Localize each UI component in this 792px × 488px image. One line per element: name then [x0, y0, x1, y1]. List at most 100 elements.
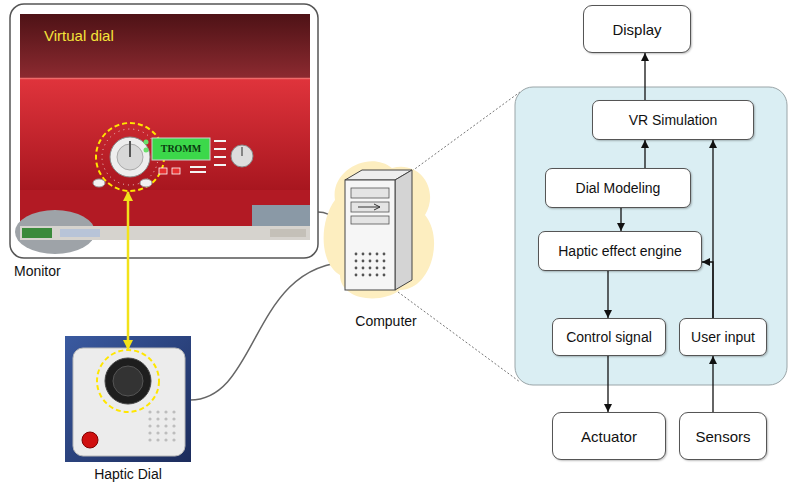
speaker-grill — [148, 410, 175, 441]
vent-hole — [369, 260, 372, 263]
grill-hole — [164, 438, 167, 441]
box-label: Sensors — [695, 428, 750, 445]
tower-side — [395, 170, 412, 290]
process-box: User input — [679, 318, 767, 356]
flow-arrow — [607, 271, 608, 318]
flow-arrow — [644, 140, 645, 168]
vent-hole — [376, 260, 379, 263]
vent-hole — [383, 274, 386, 277]
highlight-circle — [97, 350, 159, 412]
dial-housing — [73, 348, 185, 456]
vent-hole — [369, 253, 372, 256]
grill-hole — [156, 417, 159, 420]
photo-background — [65, 336, 191, 462]
panel-marking — [214, 148, 226, 150]
panel-edge — [20, 78, 310, 80]
lcd-text: TROMM — [161, 143, 202, 154]
box-label: Control signal — [566, 329, 652, 345]
device-label: Haptic Dial — [94, 466, 162, 482]
vent-hole — [355, 253, 358, 256]
drive-bay — [351, 188, 389, 198]
side-knob — [231, 145, 253, 167]
process-box: Sensors — [679, 412, 767, 460]
grill-hole — [148, 431, 151, 434]
red-button — [159, 168, 167, 174]
grill-hole — [164, 424, 167, 427]
panel-marking — [214, 140, 226, 142]
indicator — [144, 148, 149, 153]
flow-arrow — [644, 53, 645, 100]
tower-vents — [355, 253, 386, 277]
monitor-frame — [10, 4, 318, 258]
vent-hole — [383, 253, 386, 256]
grill-hole — [164, 417, 167, 420]
device-label: Monitor — [14, 263, 61, 279]
process-box: Haptic effect engine — [538, 231, 702, 271]
control-panel — [20, 78, 310, 190]
vent-hole — [362, 274, 365, 277]
mapping-arrow — [127, 192, 130, 349]
machine-top — [20, 14, 310, 78]
start-button — [22, 228, 52, 238]
box-label: Dial Modeling — [576, 180, 661, 196]
tray — [270, 229, 306, 237]
eject-symbol — [358, 204, 380, 210]
knob-pointer — [241, 147, 243, 156]
vent-hole — [376, 253, 379, 256]
grill-hole — [148, 438, 151, 441]
grill-hole — [172, 431, 175, 434]
grill-hole — [172, 438, 175, 441]
lcd-display — [152, 138, 210, 160]
software-panel — [515, 87, 787, 385]
button — [93, 179, 105, 187]
process-box: Control signal — [552, 318, 666, 356]
red-button — [82, 432, 98, 448]
flow-arrow — [712, 356, 713, 412]
taskbar — [20, 226, 310, 240]
process-box: Dial Modeling — [545, 168, 691, 208]
box-label: Actuator — [581, 428, 637, 445]
flow-arrow — [620, 208, 621, 231]
grill-hole — [164, 431, 167, 434]
haptic-knob — [105, 358, 151, 404]
panel-marking — [190, 171, 206, 173]
grill-hole — [148, 417, 151, 420]
virtual-dial — [110, 137, 150, 177]
vent-hole — [376, 274, 379, 277]
zoom-line — [398, 292, 520, 382]
grill-hole — [156, 431, 159, 434]
grill-hole — [172, 417, 175, 420]
vent-hole — [376, 267, 379, 270]
dial-cable — [190, 262, 352, 400]
vent-hole — [362, 267, 365, 270]
task-item — [60, 229, 100, 237]
machine-base — [252, 205, 310, 226]
grill-hole — [172, 424, 175, 427]
grill-hole — [156, 424, 159, 427]
device-label: Computer — [355, 313, 416, 329]
red-button — [172, 168, 180, 174]
grill-hole — [148, 410, 151, 413]
vent-hole — [369, 267, 372, 270]
grill-hole — [156, 410, 159, 413]
vent-hole — [355, 267, 358, 270]
button — [140, 179, 152, 187]
process-box: VR Simulation — [592, 100, 754, 140]
process-box: Display — [583, 5, 691, 53]
panel-marking — [214, 156, 226, 158]
knob-cap — [113, 366, 143, 396]
grill-hole — [164, 410, 167, 413]
process-box: Actuator — [552, 412, 666, 460]
box-label: Display — [612, 21, 661, 38]
tower-front — [345, 180, 395, 290]
vent-hole — [362, 260, 365, 263]
indicator — [144, 140, 149, 145]
vent-hole — [362, 253, 365, 256]
screen — [20, 14, 310, 240]
drive-bay — [351, 202, 389, 212]
box-label: Haptic effect engine — [558, 243, 682, 259]
drive-bay — [351, 216, 389, 224]
box-label: VR Simulation — [629, 112, 718, 128]
vent-hole — [355, 274, 358, 277]
